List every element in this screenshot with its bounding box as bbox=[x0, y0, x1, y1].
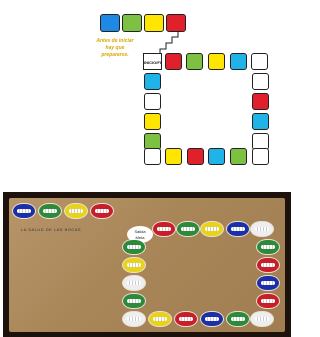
start-square: INICIO/FIN bbox=[143, 53, 162, 70]
note-line: hay que bbox=[80, 45, 150, 52]
lips-tile bbox=[123, 294, 145, 308]
board-square bbox=[144, 148, 161, 165]
lips-tile bbox=[13, 204, 35, 218]
note-line: prepararse. bbox=[80, 52, 150, 59]
board-square bbox=[187, 148, 204, 165]
board-square bbox=[100, 14, 120, 32]
instruction-note: Antes de iniciar hay que prepararse. bbox=[80, 38, 150, 59]
board-square bbox=[186, 53, 203, 70]
board-square bbox=[230, 53, 247, 70]
board-square bbox=[144, 73, 161, 90]
note-line: Antes de iniciar bbox=[80, 38, 150, 45]
lips-tile bbox=[257, 258, 279, 272]
lips-tile bbox=[149, 312, 171, 326]
lips-tile bbox=[123, 312, 145, 326]
photo-board-title: LA SALUD DE LAS BOCAS bbox=[21, 227, 81, 232]
board-square bbox=[252, 148, 269, 165]
lips-tile bbox=[123, 240, 145, 254]
lips-tile bbox=[123, 258, 145, 272]
lips-tile bbox=[251, 222, 273, 236]
board-square bbox=[252, 93, 269, 110]
board-square bbox=[252, 73, 269, 90]
lips-tile bbox=[175, 312, 197, 326]
board-square bbox=[144, 93, 161, 110]
lips-tile bbox=[201, 312, 223, 326]
classroom-board-photo: LA SALUD DE LAS BOCAS Salida Meta bbox=[3, 192, 291, 337]
board-square bbox=[251, 53, 268, 70]
lips-tile bbox=[257, 294, 279, 308]
board-square bbox=[165, 148, 182, 165]
lips-tile bbox=[91, 204, 113, 218]
board-square bbox=[122, 14, 142, 32]
board-square bbox=[230, 148, 247, 165]
lips-tile bbox=[153, 222, 175, 236]
board-square bbox=[144, 113, 161, 130]
lips-tile bbox=[201, 222, 223, 236]
lips-tile bbox=[65, 204, 87, 218]
lips-tile bbox=[251, 312, 273, 326]
board-game-diagram: Antes de iniciar hay que prepararse. INI… bbox=[0, 0, 320, 180]
lips-tile bbox=[257, 240, 279, 254]
board-square bbox=[144, 14, 164, 32]
lips-tile bbox=[227, 312, 249, 326]
board-square bbox=[165, 53, 182, 70]
board-square bbox=[208, 53, 225, 70]
lips-tile bbox=[123, 276, 145, 290]
lips-tile bbox=[227, 222, 249, 236]
lips-tile bbox=[39, 204, 61, 218]
lips-tile bbox=[177, 222, 199, 236]
board-square bbox=[252, 113, 269, 130]
lips-tile bbox=[257, 276, 279, 290]
cork-board: LA SALUD DE LAS BOCAS Salida Meta bbox=[9, 198, 285, 332]
board-square bbox=[208, 148, 225, 165]
board-square bbox=[166, 14, 186, 32]
